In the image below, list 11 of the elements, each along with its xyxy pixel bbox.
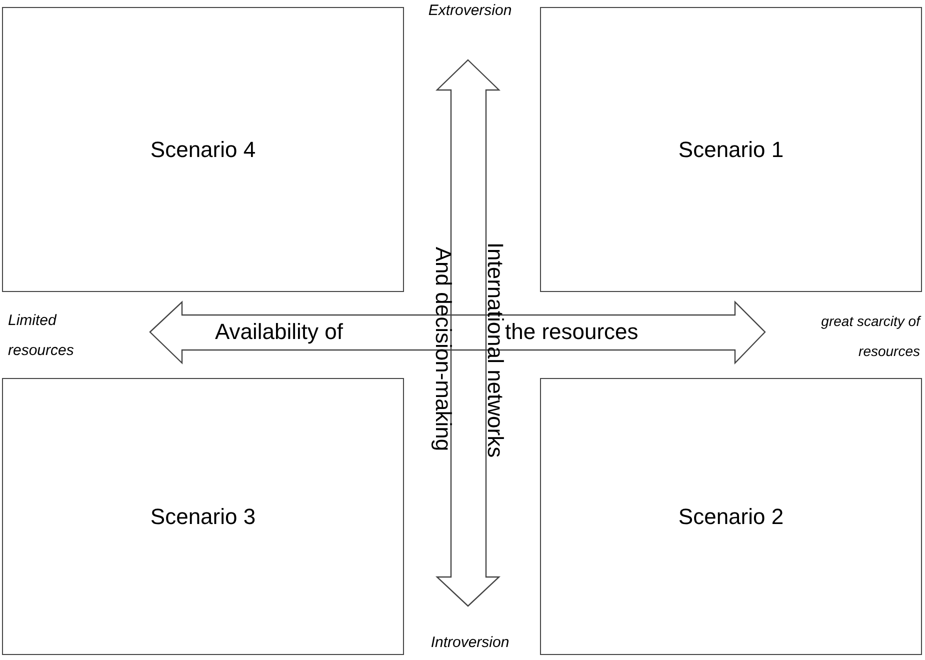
axis-label: Availability of xyxy=(215,318,343,346)
axis-label: And decision-making xyxy=(430,246,457,454)
scenario-box: Scenario 3 xyxy=(2,378,404,655)
scenario-box: Scenario 1 xyxy=(540,7,922,292)
axis-label: the resources xyxy=(505,319,638,344)
axis-end-label: great scarcity of resources xyxy=(820,312,920,361)
axis-end-label: Introversion xyxy=(430,633,510,653)
axis-end-label: Limited resources xyxy=(8,311,75,361)
scenario-box: Scenario 4 xyxy=(2,7,404,292)
axis-end-label: Extroversion xyxy=(427,1,513,21)
scenario-box: Scenario 2 xyxy=(540,378,922,655)
